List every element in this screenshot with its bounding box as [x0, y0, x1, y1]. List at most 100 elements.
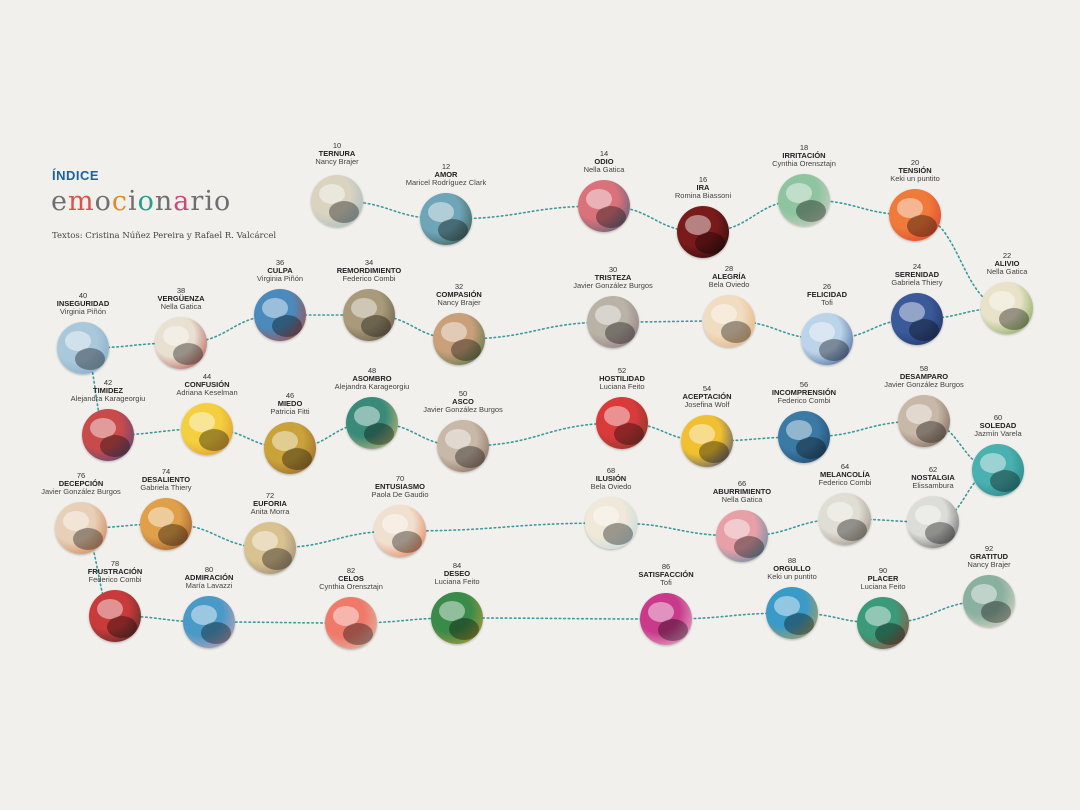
emotion-name: AMOR [434, 169, 458, 179]
emotion-author: Alejandra Karageorgiu [334, 381, 410, 391]
emotion-illustration[interactable] [437, 420, 489, 472]
emotion-name: ALIVIO [994, 258, 1020, 268]
emotion-illustration[interactable] [140, 498, 192, 550]
emotion-illustration[interactable] [55, 502, 107, 554]
index-heading: ÍNDICE [52, 168, 100, 183]
emotion-page-number: 28 [724, 264, 734, 273]
emotion-illustration[interactable] [155, 317, 207, 369]
emotion-illustration[interactable] [681, 415, 733, 467]
logo-letter: i [204, 186, 214, 217]
emotion-author: Nella Gatica [986, 266, 1028, 276]
emotion-page-number: 26 [822, 282, 832, 291]
emotion-page-number: 16 [698, 175, 708, 184]
emotion-illustration[interactable] [89, 590, 141, 642]
emotion-illustration[interactable] [325, 597, 377, 649]
emotion-name: DECEPCIÓN [58, 478, 104, 488]
emotion-name: NOSTALGIA [911, 472, 955, 482]
emotion-name: CONFUSIÓN [184, 379, 230, 389]
emotion-author: Luciana Feito [599, 381, 645, 391]
emotion-illustration[interactable] [587, 296, 639, 348]
emotion-name: ILUSIÓN [595, 473, 627, 483]
emotion-illustration[interactable] [343, 289, 395, 341]
emotion-author: Nella Gatica [583, 164, 625, 174]
emotion-illustration[interactable] [981, 282, 1033, 334]
logo-letter: a [173, 186, 191, 217]
emotion-illustration[interactable] [801, 313, 853, 365]
emotion-name: COMPASIÓN [436, 289, 482, 299]
emotion-illustration[interactable] [972, 444, 1024, 496]
emotion-page-number: 82 [346, 566, 356, 575]
emotion-illustration[interactable] [183, 596, 235, 648]
emotion-illustration[interactable] [889, 189, 941, 241]
emotion-author: Anita Morra [250, 506, 290, 516]
emotion-illustration[interactable] [244, 522, 296, 574]
emotion-illustration[interactable] [766, 587, 818, 639]
emotion-page-number: 20 [910, 158, 920, 167]
emotion-name: TRISTEZA [594, 272, 632, 282]
emotion-name: MELANCOLÍA [820, 469, 870, 479]
emotion-illustration[interactable] [82, 409, 134, 461]
emotion-illustration[interactable] [346, 397, 398, 449]
emotion-page-number: 30 [608, 265, 618, 274]
emotion-author: Federico Combi [818, 477, 872, 487]
emotion-illustration[interactable] [778, 411, 830, 463]
emotion-name: ASCO [452, 396, 474, 406]
emotion-author: Patricia Fitti [270, 406, 310, 416]
emotion-page-number: 86 [661, 562, 671, 571]
emotion-page-number: 36 [275, 258, 285, 267]
emotion-illustration[interactable] [898, 395, 950, 447]
emotion-name: REMORDIMIENTO [336, 265, 402, 275]
emotion-illustration[interactable] [420, 193, 472, 245]
emotion-author: Tofi [660, 577, 672, 587]
emotion-name: FRUSTRACIÓN [87, 566, 143, 576]
emotion-illustration[interactable] [181, 403, 233, 455]
emotion-author: Nancy Brajer [967, 559, 1011, 569]
emotion-name: DESEO [443, 568, 471, 578]
emotion-illustration[interactable] [677, 206, 729, 258]
emotion-illustration[interactable] [596, 397, 648, 449]
emotion-illustration[interactable] [778, 174, 830, 226]
emotion-author: Virginia Piñón [256, 273, 304, 283]
emotion-page-number: 74 [161, 467, 171, 476]
emotion-page-number: 48 [367, 366, 377, 375]
emotion-author: Luciana Feito [860, 581, 906, 591]
emotion-name: SOLEDAD [979, 420, 1017, 430]
emotion-illustration[interactable] [963, 575, 1015, 627]
emotion-illustration[interactable] [819, 493, 871, 545]
emotion-name: TERNURA [318, 148, 356, 158]
emotion-illustration[interactable] [431, 592, 483, 644]
emotion-illustration[interactable] [907, 496, 959, 548]
emotion-illustration[interactable] [311, 175, 363, 227]
emotion-illustration[interactable] [857, 597, 909, 649]
emotion-page-number: 12 [441, 162, 451, 171]
credits-text: Textos: Cristina Núñez Pereira y Rafael … [52, 231, 277, 241]
emotion-name: ADMIRACIÓN [184, 572, 234, 582]
emotion-illustration[interactable] [57, 322, 109, 374]
emotion-name: ABURRIMIENTO [712, 486, 772, 496]
emotion-name: SATISFACCIÓN [638, 569, 694, 579]
emotion-illustration[interactable] [891, 293, 943, 345]
emotion-illustration[interactable] [640, 593, 692, 645]
logo-letter: n [154, 186, 174, 217]
emotion-author: Nancy Brajer [437, 297, 481, 307]
emotion-illustration[interactable] [578, 180, 630, 232]
emotion-author: Josefina Wolf [684, 399, 730, 409]
emotion-illustration[interactable] [264, 422, 316, 474]
emotion-illustration[interactable] [585, 497, 637, 549]
emotion-illustration[interactable] [703, 295, 755, 347]
emotion-illustration[interactable] [716, 510, 768, 562]
emotion-illustration[interactable] [374, 505, 426, 557]
emotion-illustration[interactable] [254, 289, 306, 341]
emotion-illustration[interactable] [433, 313, 485, 365]
